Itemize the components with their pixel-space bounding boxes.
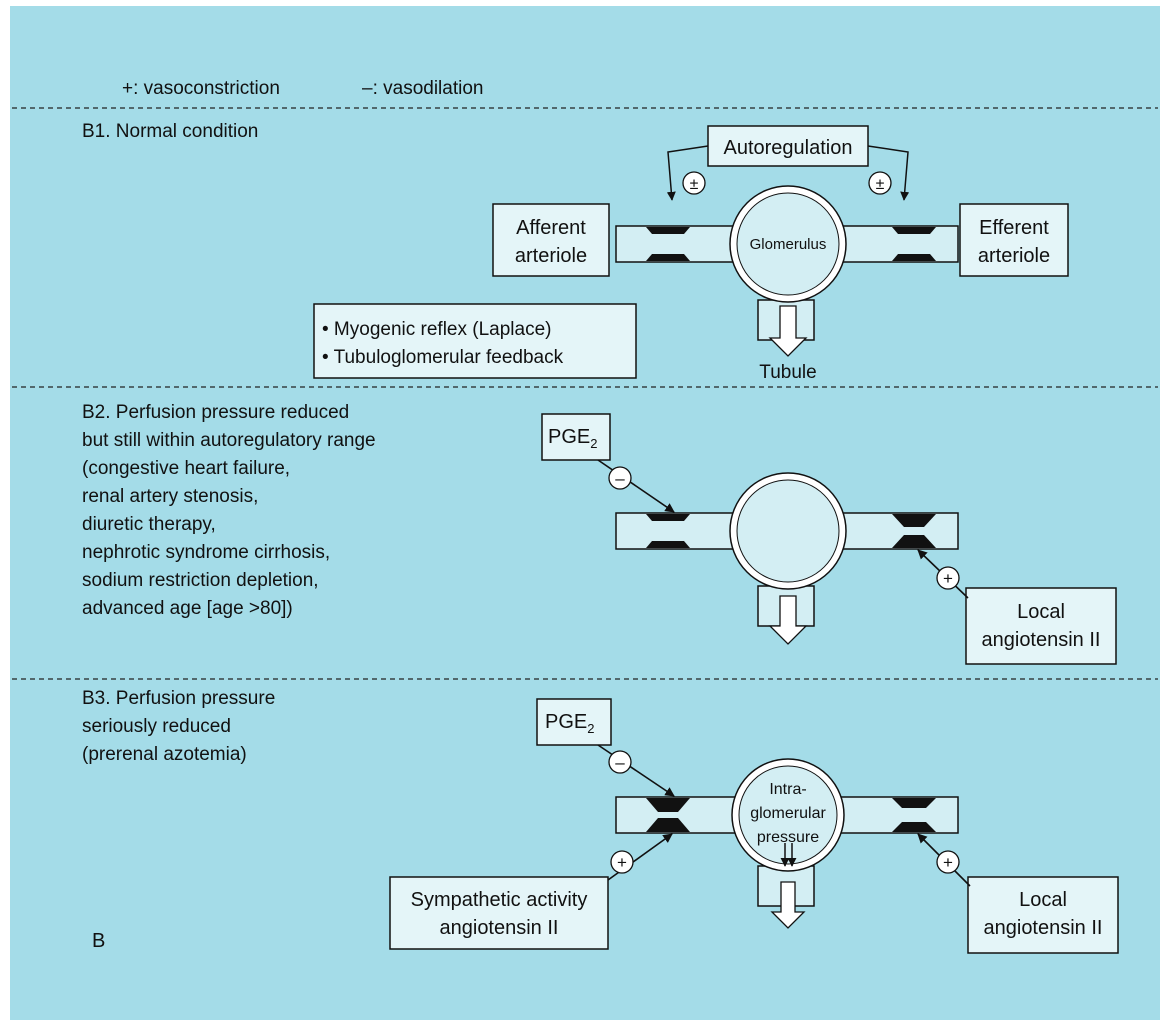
sympathetic-line1: Sympathetic activity <box>411 889 588 911</box>
plus-minus-icon-right <box>868 171 892 195</box>
b3-afferent-constriction-top <box>646 798 690 812</box>
b2-line-7: sodium restriction depletion, <box>82 570 319 591</box>
tubule-label: Tubule <box>759 362 816 383</box>
b2-pge2-box <box>541 413 611 461</box>
autoregulation-box <box>707 125 869 167</box>
b2-line-1: B2. Perfusion pressure reduced <box>82 402 349 423</box>
afferent-label-1: Afferent <box>516 217 586 239</box>
autoregulation-arrow-left <box>666 145 709 201</box>
efferent-label-2: arteriole <box>978 245 1050 267</box>
autoregulation-label: Autoregulation <box>724 137 853 159</box>
sympathetic-line2: angiotensin II <box>440 917 559 939</box>
b1-afferent-constriction-top <box>646 227 690 234</box>
plus-minus-icon-left <box>682 171 706 195</box>
b2-minus-sign: – <box>615 469 625 488</box>
b3-angiotensin-plus-sign: + <box>943 853 953 872</box>
b3-pge2-label: PGE2 <box>545 711 594 736</box>
b3-glomerular-line3: pressure <box>757 829 819 846</box>
b2-efferent-constriction-top <box>892 514 936 527</box>
b3-angiotensin-plus-icon <box>936 850 960 874</box>
b2-afferent-constriction-bottom <box>646 541 690 548</box>
legend-vasodilation: –: vasodilation <box>362 78 483 99</box>
b2-condition-list: B2. Perfusion pressure reduced but still… <box>82 402 376 619</box>
b3-minus-icon <box>608 750 632 774</box>
b2-plus-sign: + <box>943 569 953 588</box>
b3-pge2-box <box>536 698 612 746</box>
b3-pge2-arrow <box>597 744 675 797</box>
afferent-label-2: arteriole <box>515 245 587 267</box>
b3-glomerular-line2: glomerular <box>750 805 826 822</box>
plus-minus-sign-left: ± <box>690 176 699 193</box>
b2-minus-icon <box>608 466 632 490</box>
b1-efferent-constriction-bottom <box>892 254 936 261</box>
b3-local-angiotensin-box <box>967 876 1119 954</box>
b1-afferent-constriction-bottom <box>646 254 690 261</box>
b2-efferent-constriction-bottom <box>892 535 936 548</box>
legend-vasoconstriction: +: vasoconstriction <box>122 78 280 99</box>
b2-local-angiotensin-line1: Local <box>1017 601 1065 623</box>
b3-afferent-constriction-bottom <box>646 818 690 832</box>
b2-pge2-label: PGE2 <box>548 426 597 451</box>
b2-glomerulus-inner <box>736 479 840 583</box>
b2-line-6: nephrotic syndrome cirrhosis, <box>82 542 330 563</box>
b2-line-4: renal artery stenosis, <box>82 486 258 507</box>
b3-sympathetic-plus-sign: + <box>617 853 627 872</box>
b2-line-3: (congestive heart failure, <box>82 458 290 479</box>
b1-title: B1. Normal condition <box>82 121 258 142</box>
b2-plus-icon <box>936 566 960 590</box>
b3-local-angiotensin-line1: Local <box>1019 889 1067 911</box>
b3-efferent-constriction-top <box>892 798 936 808</box>
b3-line-2: seriously reduced <box>82 716 231 737</box>
b2-tubule-arrow <box>768 595 808 645</box>
b2-pge2-arrow <box>597 459 675 513</box>
b2-line-5: diuretic therapy, <box>82 514 216 535</box>
autoregulation-arrow-right <box>867 145 910 201</box>
sympathetic-box <box>389 876 609 950</box>
b3-line-3: (prerenal azotemia) <box>82 744 247 765</box>
glomerulus-label: Glomerulus <box>750 236 827 253</box>
b3-line-1: B3. Perfusion pressure <box>82 688 275 709</box>
b3-efferent-constriction-bottom <box>892 822 936 832</box>
b3-tubule-arrow <box>770 881 806 929</box>
b1-efferent-constriction-top <box>892 227 936 234</box>
efferent-box <box>959 203 1069 277</box>
b2-local-angiotensin-box <box>965 587 1117 665</box>
mechanisms-box <box>313 303 637 379</box>
glomerulus-inner <box>736 192 840 296</box>
b2-local-angiotensin-line2: angiotensin II <box>982 629 1101 651</box>
b2-afferent-constriction-top <box>646 514 690 521</box>
efferent-label-1: Efferent <box>979 217 1049 239</box>
plus-minus-sign-right: ± <box>876 176 885 193</box>
diagram-panel <box>10 6 1160 1020</box>
b3-local-angiotensin-line2: angiotensin II <box>984 917 1103 939</box>
b2-line-8: advanced age [age >80]) <box>82 598 293 619</box>
b2-line-2: but still within autoregulatory range <box>82 430 376 451</box>
mechanism-tubuloglomerular: • Tubuloglomerular feedback <box>322 347 564 368</box>
b3-sympathetic-plus-icon <box>610 850 634 874</box>
afferent-box <box>492 203 610 277</box>
panel-label: B <box>92 930 105 952</box>
mechanism-myogenic: • Myogenic reflex (Laplace) <box>322 319 551 340</box>
b3-glomerular-line1: Intra- <box>769 781 806 798</box>
b1-tubule-arrow <box>768 305 808 357</box>
b3-minus-sign: – <box>615 753 625 772</box>
